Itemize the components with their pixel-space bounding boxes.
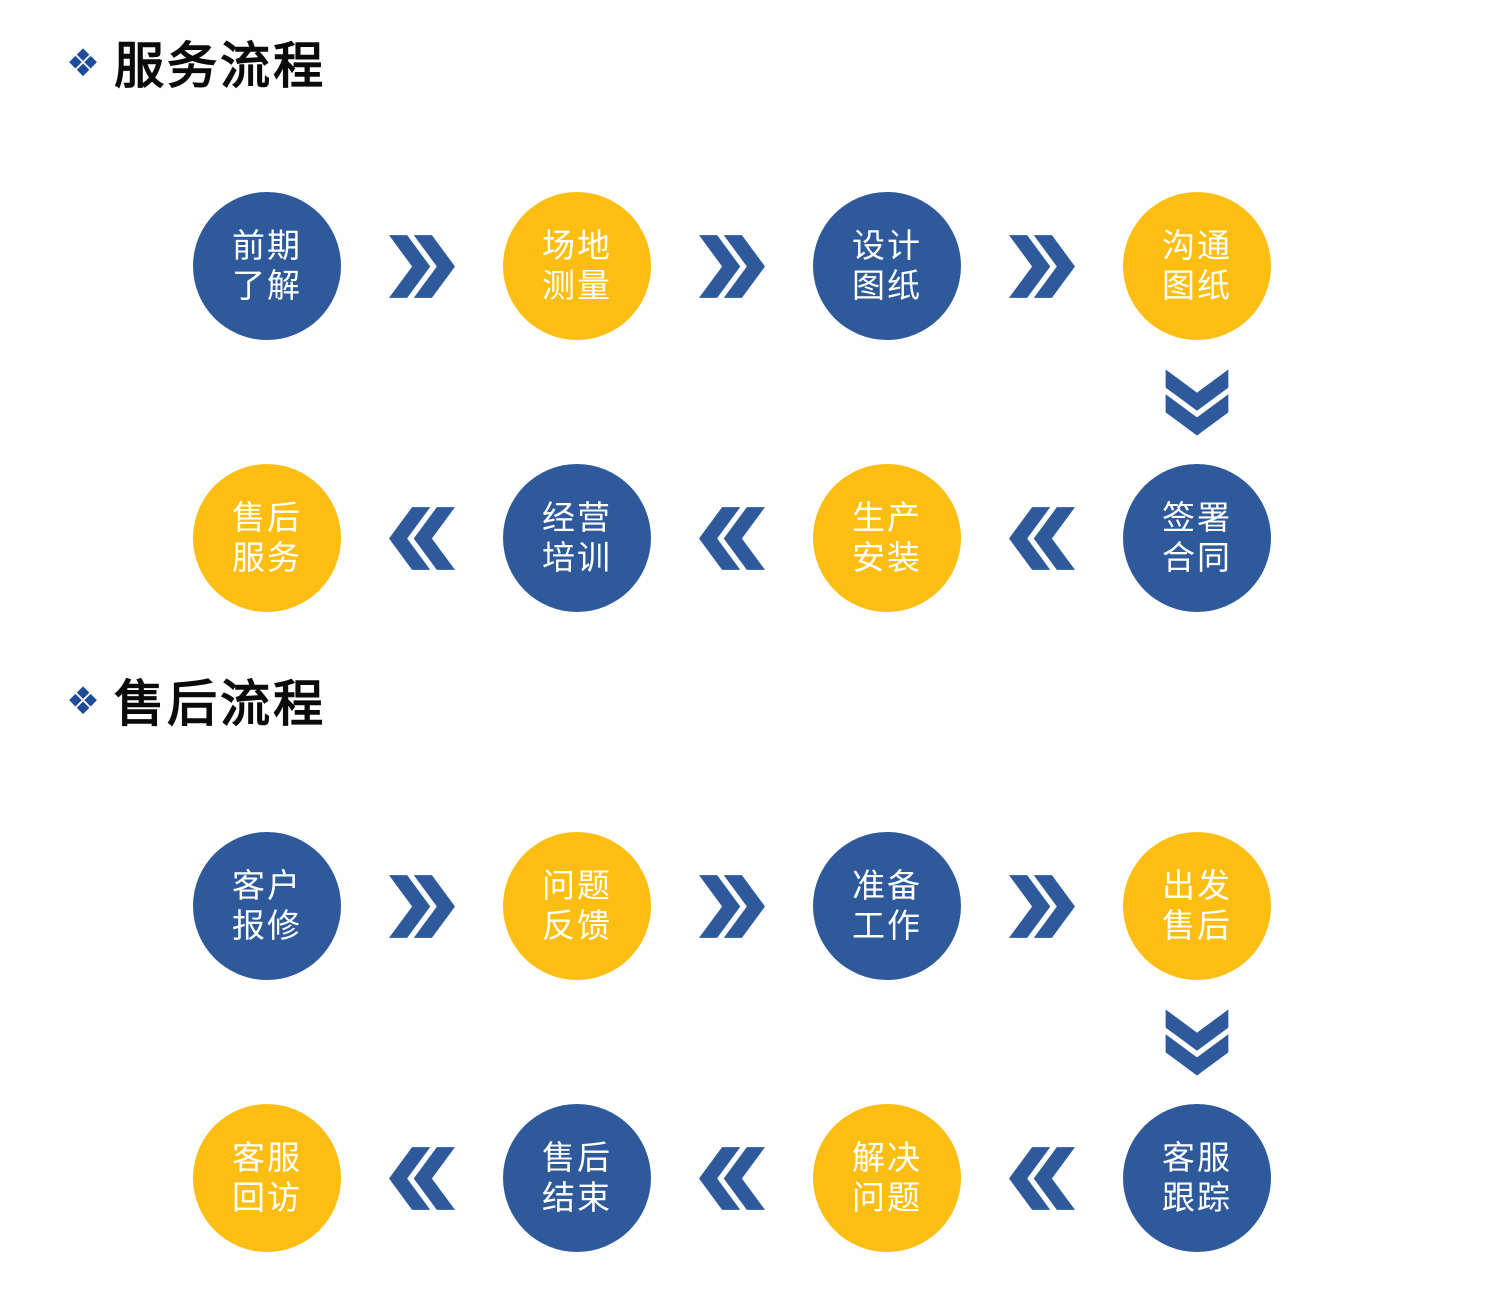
flow-step: 售后 结束 <box>503 1104 651 1252</box>
step-label-line1: 设计 <box>852 227 922 264</box>
step-label-line1: 经营 <box>542 499 612 536</box>
flow-step: 客服 回访 <box>193 1104 341 1252</box>
flow-step: 生产 安装 <box>813 464 961 612</box>
section-aftersales-process: ❖ 售后流程 客户 报修 问题 反馈 准备 <box>0 672 1500 1252</box>
flow-step: 问题 反馈 <box>503 832 651 980</box>
chevron-right-icon <box>1009 874 1075 938</box>
step-label-line1: 场地 <box>542 227 612 264</box>
arrow-cell <box>651 506 813 570</box>
arrow-cell <box>341 234 503 298</box>
step-label-line2: 安装 <box>852 539 922 576</box>
step-label-line2: 图纸 <box>852 267 922 304</box>
flow-step: 出发 售后 <box>1123 832 1271 980</box>
section-service-process: ❖ 服务流程 前期 了解 场地 测量 设计 <box>0 34 1500 612</box>
flow-step: 签署 合同 <box>1123 464 1271 612</box>
aftersales-flow-row-1: 客户 报修 问题 反馈 准备 工作 <box>193 832 1500 980</box>
flow-step: 前期 了解 <box>193 192 341 340</box>
section-title-text: 售后流程 <box>114 674 327 733</box>
section-title-text: 服务流程 <box>114 36 327 95</box>
diamond-marker-icon: ❖ <box>66 43 101 85</box>
step-label-line2: 售后 <box>1162 907 1232 944</box>
step-label-line1: 前期 <box>232 227 302 264</box>
step-label-line2: 了解 <box>232 267 302 304</box>
arrow-cell <box>961 234 1123 298</box>
step-label-line2: 反馈 <box>542 907 612 944</box>
step-label-line2: 回访 <box>232 1179 302 1216</box>
step-label-line2: 问题 <box>852 1179 922 1216</box>
flow-step: 客户 报修 <box>193 832 341 980</box>
step-label-line1: 客服 <box>1162 1139 1232 1176</box>
arrow-cell <box>651 874 813 938</box>
step-label-line1: 签署 <box>1162 499 1232 536</box>
step-label-line2: 培训 <box>542 539 612 576</box>
flow-step: 客服 跟踪 <box>1123 1104 1271 1252</box>
step-label-line1: 准备 <box>852 867 922 904</box>
chevron-down-icon <box>1164 369 1230 435</box>
step-label-line1: 生产 <box>852 499 922 536</box>
step-label-line2: 工作 <box>852 907 922 944</box>
arrow-cell <box>961 874 1123 938</box>
chevron-right-icon <box>389 234 455 298</box>
step-label-line2: 服务 <box>232 539 302 576</box>
service-flow-down-connector <box>193 340 1271 464</box>
chevron-down-icon <box>1164 1009 1230 1075</box>
step-label-line1: 沟通 <box>1162 227 1232 264</box>
section-title: ❖ 服务流程 <box>66 34 1500 98</box>
flow-step: 售后 服务 <box>193 464 341 612</box>
service-flow-row-2: 售后 服务 经营 培训 生产 安装 <box>193 464 1500 612</box>
step-label-line1: 售后 <box>232 499 302 536</box>
flow-step: 设计 图纸 <box>813 192 961 340</box>
step-label-line1: 客户 <box>232 867 302 904</box>
arrow-cell <box>961 506 1123 570</box>
arrow-cell <box>341 874 503 938</box>
step-label-line1: 问题 <box>542 867 612 904</box>
step-label-line2: 测量 <box>542 267 612 304</box>
arrow-cell <box>961 1146 1123 1210</box>
chevron-right-icon <box>699 234 765 298</box>
chevron-left-icon <box>1009 506 1075 570</box>
flow-step: 沟通 图纸 <box>1123 192 1271 340</box>
step-label-line1: 客服 <box>232 1139 302 1176</box>
aftersales-flow-down-connector <box>193 980 1271 1104</box>
chevron-left-icon <box>389 1146 455 1210</box>
chevron-right-icon <box>699 874 765 938</box>
arrow-cell <box>341 1146 503 1210</box>
step-label-line2: 报修 <box>232 907 302 944</box>
diamond-marker-icon: ❖ <box>66 681 101 723</box>
step-label-line1: 出发 <box>1162 867 1232 904</box>
arrow-cell <box>651 1146 813 1210</box>
flow-step: 经营 培训 <box>503 464 651 612</box>
flow-step: 解决 问题 <box>813 1104 961 1252</box>
section-title: ❖ 售后流程 <box>66 672 1500 736</box>
chevron-right-icon <box>389 874 455 938</box>
step-label-line2: 结束 <box>542 1179 612 1216</box>
chevron-right-icon <box>1009 234 1075 298</box>
arrow-cell <box>651 234 813 298</box>
arrow-cell <box>341 506 503 570</box>
chevron-left-icon <box>389 506 455 570</box>
step-label-line2: 合同 <box>1162 539 1232 576</box>
aftersales-flow-row-2: 客服 回访 售后 结束 解决 问题 <box>193 1104 1500 1252</box>
flow-step: 准备 工作 <box>813 832 961 980</box>
chevron-left-icon <box>699 506 765 570</box>
chevron-left-icon <box>699 1146 765 1210</box>
flow-step: 场地 测量 <box>503 192 651 340</box>
step-label-line2: 跟踪 <box>1162 1179 1232 1216</box>
step-label-line2: 图纸 <box>1162 267 1232 304</box>
chevron-left-icon <box>1009 1146 1075 1210</box>
step-label-line1: 售后 <box>542 1139 612 1176</box>
service-flow-row-1: 前期 了解 场地 测量 设计 图纸 <box>193 192 1500 340</box>
step-label-line1: 解决 <box>852 1139 922 1176</box>
